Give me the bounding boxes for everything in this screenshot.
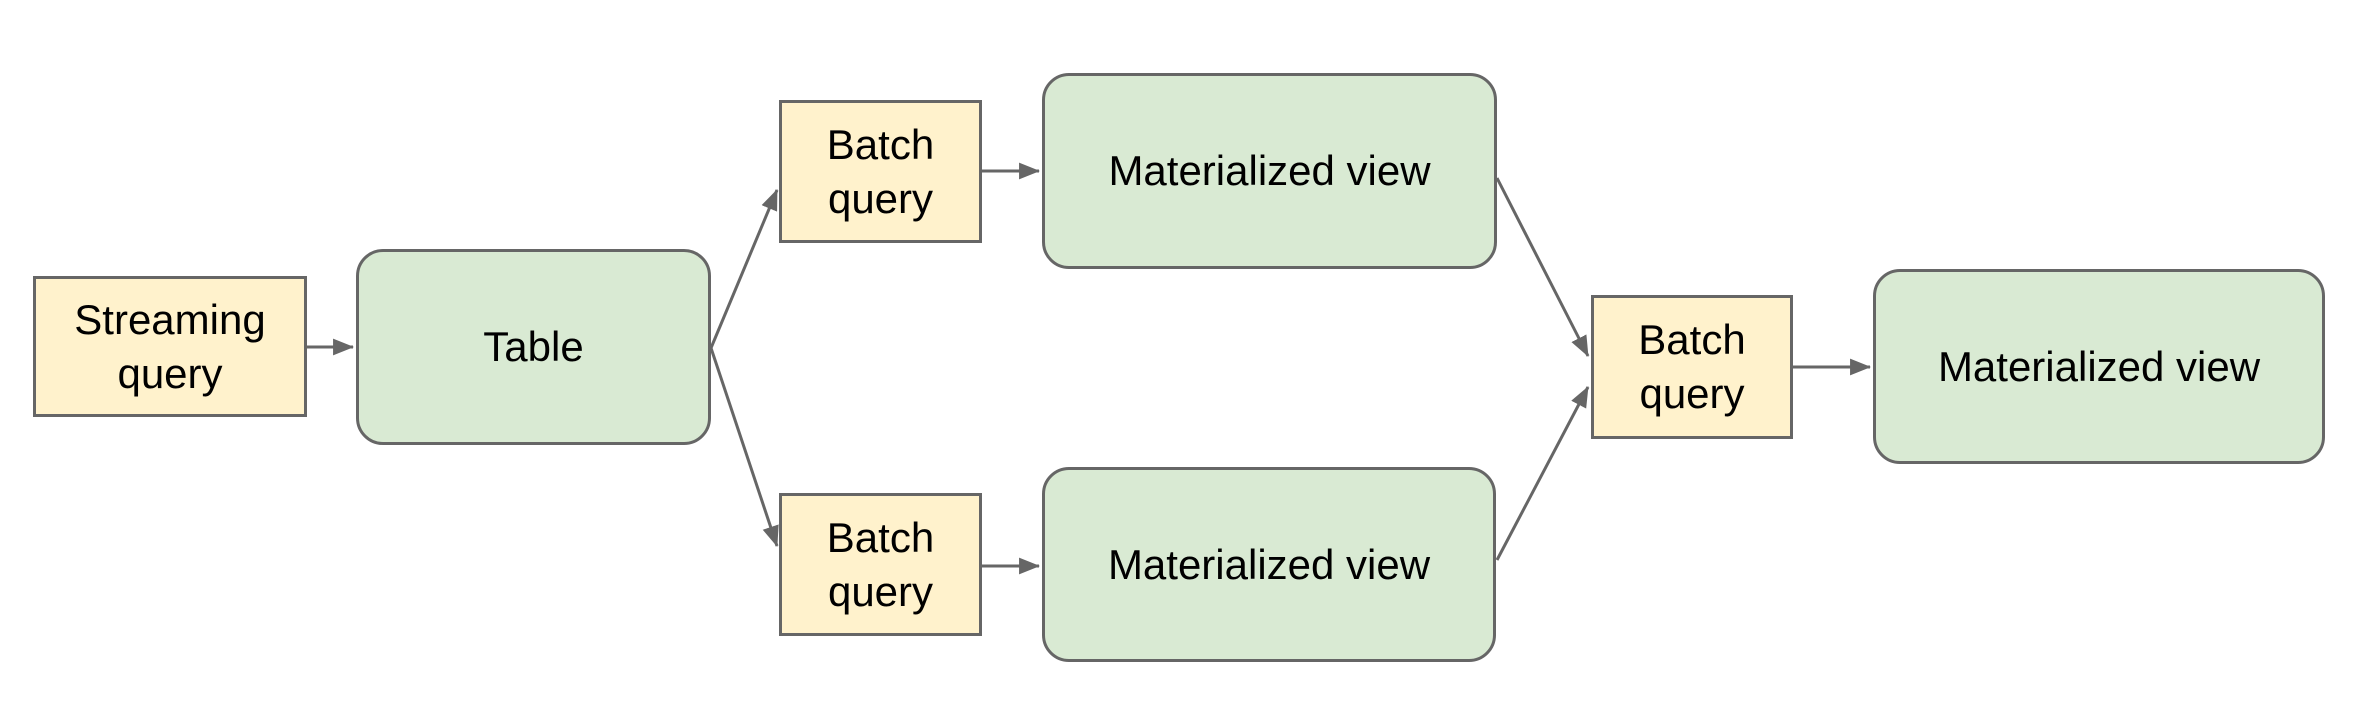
edge-table-to-batch-query-bottom xyxy=(709,347,779,547)
node-materialized-view-right-label: Materialized view xyxy=(1937,342,2261,390)
node-materialized-view-top-label: Materialized view xyxy=(1108,147,1431,195)
node-table-label: Table xyxy=(483,323,584,371)
node-materialized-view-top: Materialized view xyxy=(1042,73,1497,269)
node-table: Table xyxy=(356,249,711,445)
edge-mv-top-to-batch-query-right xyxy=(1495,177,1590,357)
node-batch-query-top: Batch query xyxy=(779,100,982,243)
node-batch-query-right-label: Batch query xyxy=(1638,316,1746,417)
node-batch-query-right: Batch query xyxy=(1591,295,1793,439)
edge-mv-bottom-to-batch-query-right xyxy=(1495,386,1590,561)
node-streaming-query-label: Streaming query xyxy=(74,295,266,397)
node-batch-query-bottom-label: Batch query xyxy=(826,513,935,615)
node-materialized-view-bottom: Materialized view xyxy=(1042,467,1496,662)
node-materialized-view-bottom-label: Materialized view xyxy=(1107,540,1431,588)
node-streaming-query: Streaming query xyxy=(33,276,307,417)
node-batch-query-bottom: Batch query xyxy=(779,493,982,636)
node-materialized-view-right: Materialized view xyxy=(1873,269,2325,464)
node-batch-query-top-label: Batch query xyxy=(826,120,935,222)
edge-table-to-batch-query-top xyxy=(709,189,779,349)
